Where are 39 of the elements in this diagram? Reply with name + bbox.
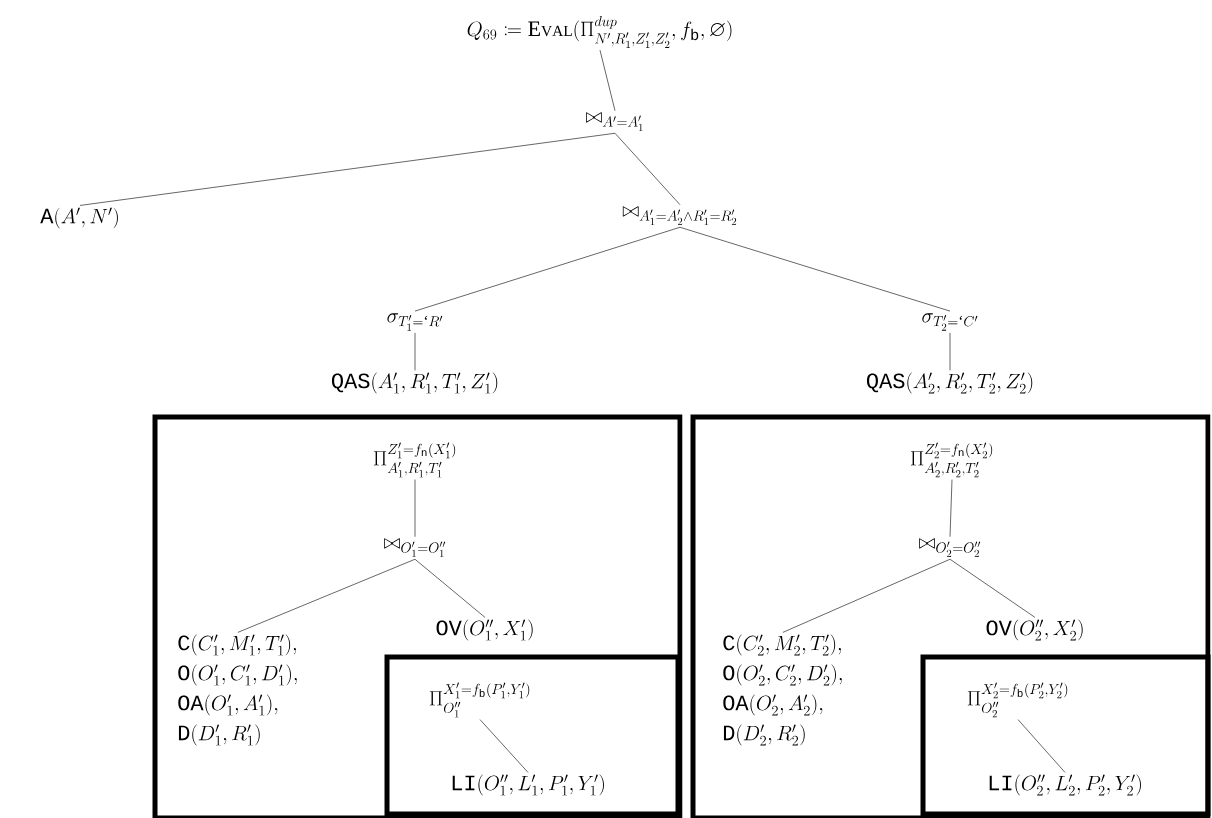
tree-edge	[949, 479, 953, 538]
tree-edge	[599, 49, 616, 112]
tree-edge	[679, 226, 951, 312]
operator-label: $\sigma_{T'_2=\text{`}C'}$	[922, 313, 978, 331]
operator-label: $\mathtt{QAS}(A'_2,R'_2,T'_2,Z'_2)$	[866, 372, 1033, 394]
operator-label: $Q_{69} \coloneqq \mathrm{E}{\scriptstyle\mathrm{VAL}}(\Pi^{dup}_{N',R'_1,Z'_1,Z'_2}, f_{\mathtt{b}}, \varnothing)$	[467, 16, 732, 48]
tree-edge	[782, 558, 951, 633]
operator-label: $\bowtie_{A'_1=A'_2\wedge R'_1=R'_2}$	[622, 206, 737, 226]
operator-label: $\Pi^{X'_1=f_{\mathtt{b}}(P'_1,Y'_1)}_{O''_1}$	[429, 682, 530, 718]
operator-label: $\bowtie_{O'_2=O''_2}$	[919, 538, 981, 558]
operator-label: $\Pi^{X'_2=f_{\mathtt{b}}(P'_2,Y'_2)}_{O''_2}$	[967, 682, 1068, 718]
relation-list: $\mathtt{C}(C'_1,M'_1,T'_1),$ $\mathtt{O}(O'_1,C'_1,D'_1),$ $\mathtt{OA}(O'_1,A'_1),$ $\mathtt{D}(D'_1,R'_1)$	[178, 634, 297, 746]
operator-label: $\sigma_{T'_1=\text{`}R'}$	[387, 313, 443, 331]
operator-label: $\bowtie_{O'_1=O''_1}$	[384, 538, 446, 558]
subquery-box	[384, 654, 681, 817]
tree-edge	[949, 558, 1036, 618]
relation-list: $\mathtt{C}(C'_2,M'_2,T'_2),$ $\mathtt{O}(O'_2,C'_2,D'_2),$ $\mathtt{OA}(O'_2,A'_2),$ $\mathtt{D}(D'_2,R'_2)$	[723, 634, 842, 746]
tree-edge	[614, 132, 681, 206]
subquery-box	[152, 414, 683, 818]
subquery-box	[690, 414, 1211, 818]
tree-edge	[414, 479, 416, 538]
operator-label: $\mathtt{QAS}(A'_1,R'_1,T'_1,Z'_1)$	[331, 372, 498, 394]
operator-label: $\Pi^{Z'_1=f_{\mathtt{n}}(X'_1)}_{A'_1,R'_1,T'_1}$	[374, 442, 456, 478]
operator-label: $\Pi^{Z'_2=f_{\mathtt{n}}(X'_2)}_{A'_2,R'_2,T'_2}$	[911, 442, 993, 478]
tree-edge	[479, 719, 529, 773]
operator-label: $\mathtt{OV}(O''_2,X'_2)$	[986, 619, 1083, 641]
operator-label: $\bowtie_{A'=A'_1}$	[586, 112, 643, 132]
tree-edge	[414, 558, 486, 618]
operator-label: $\mathtt{LI}(O''_2,L'_2,P'_2,Y'_2)$	[989, 774, 1141, 796]
subquery-box	[920, 654, 1211, 817]
tree-edge	[237, 558, 416, 633]
tree-edge	[414, 332, 416, 371]
operator-label: $\mathtt{A}(A',N')$	[40, 207, 118, 229]
operator-label: $\mathtt{OV}(O''_1,X'_1)$	[436, 619, 533, 641]
tree-edge	[1017, 719, 1066, 773]
tree-edge	[79, 132, 616, 206]
operator-label: $\mathtt{LI}(O''_1,L'_1,P'_1,Y'_1)$	[452, 774, 604, 796]
tree-edge	[949, 332, 951, 371]
tree-edge	[414, 226, 681, 312]
